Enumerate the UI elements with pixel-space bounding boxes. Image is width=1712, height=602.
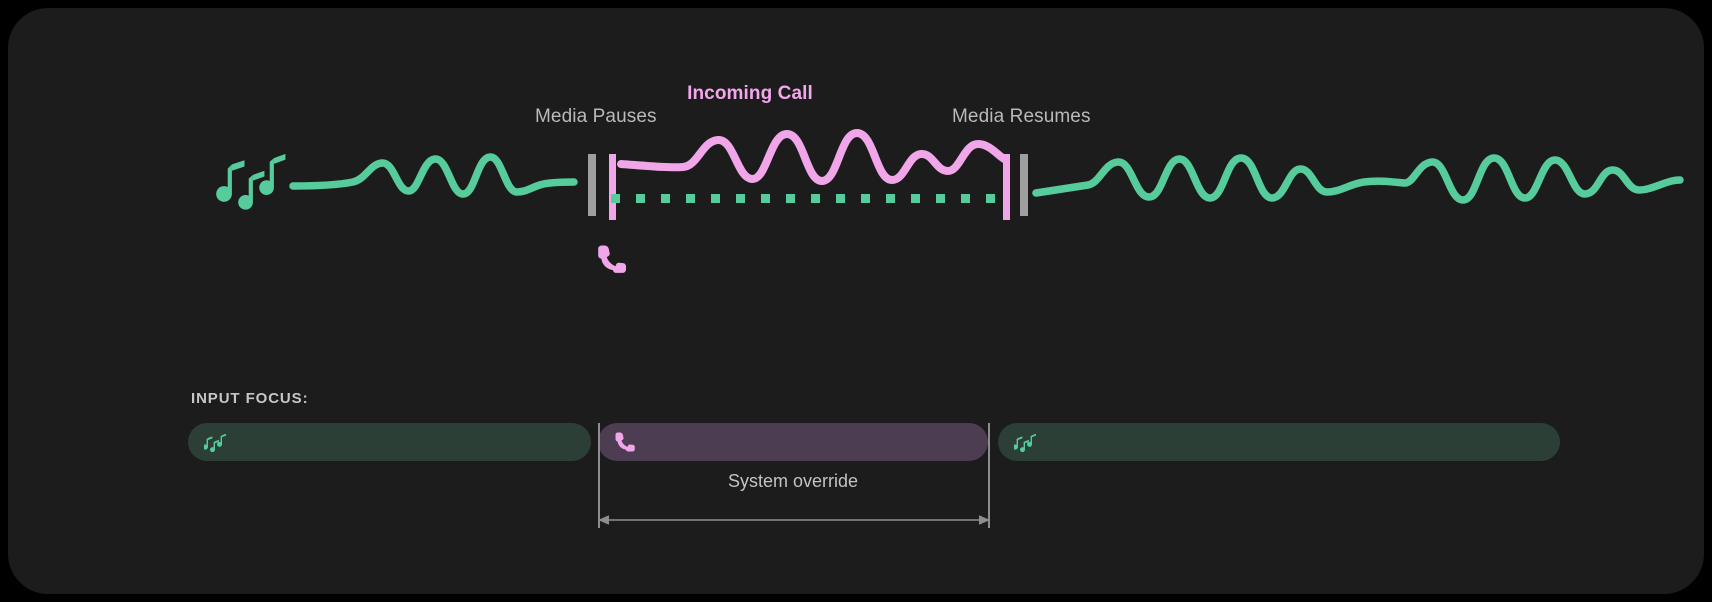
label-incoming-call: Incoming Call — [687, 83, 813, 104]
label-media-resumes: Media Resumes — [952, 106, 1091, 127]
label-media-pauses: Media Pauses — [535, 106, 657, 127]
phone-handset-icon — [598, 245, 627, 273]
waveform-media-right — [1032, 154, 1684, 204]
music-notes-icon — [1014, 433, 1036, 452]
waveform-incoming-call — [617, 129, 1010, 185]
resume-marker — [1020, 154, 1028, 216]
music-notes-icon — [204, 433, 226, 452]
system-override-label: System override — [727, 471, 859, 491]
call-start-marker — [609, 154, 616, 220]
focus-bar-media-before[interactable] — [188, 423, 591, 461]
call-end-marker — [1003, 154, 1010, 220]
diagram-card: Media Pauses Incoming Call Media Resumes — [8, 8, 1704, 594]
focus-bar-call[interactable] — [598, 423, 988, 461]
phone-handset-icon — [615, 432, 635, 452]
override-span-arrow — [598, 515, 990, 525]
waveform-media-left — [289, 153, 578, 198]
override-divider-right — [988, 423, 990, 528]
input-focus-title: INPUT FOCUS: — [191, 390, 309, 407]
music-notes-icon — [216, 153, 286, 210]
pause-marker-left — [588, 154, 596, 216]
focus-bar-media-after[interactable] — [998, 423, 1560, 461]
muted-media-dots — [611, 194, 995, 203]
override-divider-left — [598, 423, 600, 528]
waveform-stage — [216, 129, 1684, 273]
